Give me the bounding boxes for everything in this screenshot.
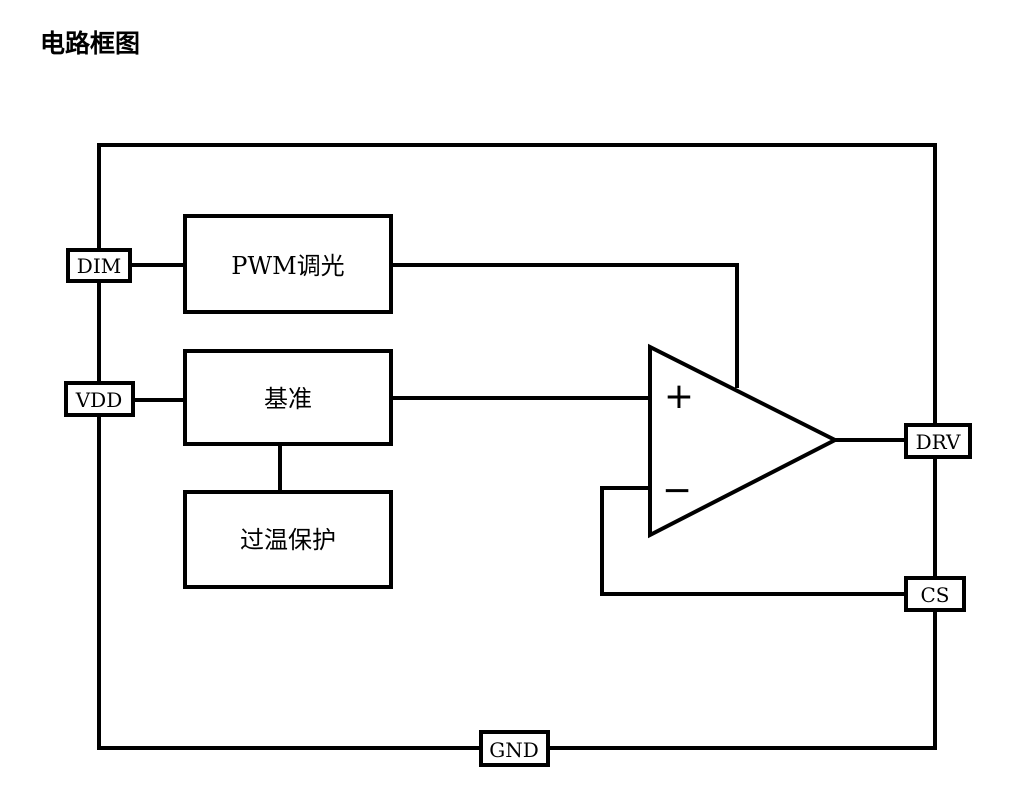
reference-block: 基准 [183,349,393,446]
plus-input-symbol: + [664,376,694,417]
wire-pwm-to-opamp [391,263,739,388]
pwm-dimming-block: PWM调光 [183,214,393,314]
pin-dim-label: DIM [77,254,121,278]
pin-drv: DRV [904,423,972,459]
over-temp-protection-label: 过温保护 [240,526,336,554]
page-title: 电路框图 [40,29,141,58]
pin-gnd: GND [479,730,550,767]
wire-cs-to-minus [600,486,906,596]
opamp-comparator: + − [648,343,840,539]
pin-dim: DIM [66,248,132,283]
pin-vdd-label: VDD [75,388,123,412]
reference-label: 基准 [264,385,312,413]
pin-cs-label: CS [920,583,949,607]
pwm-dimming-label: PWM调光 [231,252,344,280]
over-temp-protection-block: 过温保护 [183,490,393,589]
pin-gnd-label: GND [489,738,539,762]
pin-cs: CS [904,576,966,612]
minus-input-symbol: − [662,470,692,511]
pin-drv-label: DRV [916,430,961,454]
pin-vdd: VDD [64,381,135,417]
